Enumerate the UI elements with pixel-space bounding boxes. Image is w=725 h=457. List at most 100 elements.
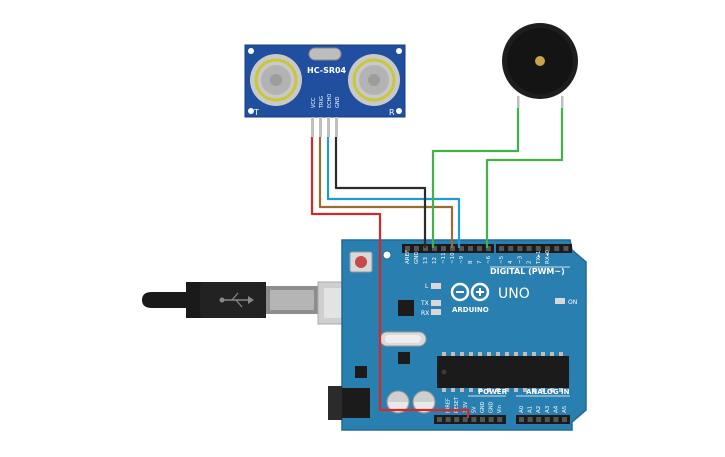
header-hole[interactable] [554, 246, 560, 251]
power-pin-label: GND [480, 401, 486, 413]
header-hole[interactable] [450, 246, 455, 251]
usb-chip [398, 300, 414, 316]
digital-pin-label: ~3 [517, 255, 523, 264]
header-hole[interactable] [437, 417, 442, 422]
header-hole[interactable] [459, 246, 464, 251]
header-hole[interactable] [527, 417, 533, 422]
power-pin-label: IOREF [446, 398, 452, 413]
header-hole[interactable] [497, 417, 503, 422]
sensor-pin-echo: ECHO [327, 94, 333, 108]
header-hole[interactable] [562, 417, 567, 422]
analog-pin-label: A2 [536, 406, 542, 413]
header-hole[interactable] [471, 417, 477, 422]
digital-pin-label: ~9 [459, 255, 465, 264]
svg-text:TX: TX [420, 300, 429, 307]
analog-pin-label: A3 [545, 405, 551, 413]
header-hole[interactable] [499, 246, 504, 251]
header-hole[interactable] [468, 246, 473, 251]
hc-sr04-sensor[interactable]: HC-SR04 T R VCC TRIG ECHO GND [244, 44, 406, 137]
led-on: ON [555, 298, 577, 306]
header-hole[interactable] [488, 417, 494, 422]
usb-icon [219, 292, 254, 308]
header-hole[interactable] [480, 417, 485, 422]
mounting-hole [382, 250, 392, 260]
digital-pin-label: GND [414, 251, 420, 264]
digital-pin-label: 13 [423, 257, 429, 264]
header-hole[interactable] [432, 246, 437, 251]
wire-buzzer-gnd[interactable] [431, 108, 520, 248]
digital-pin-label: ~6 [486, 255, 492, 264]
header-hole[interactable] [519, 417, 524, 422]
digital-pin-label: 12 [432, 257, 438, 264]
arduino-logo-icon [450, 282, 490, 302]
power-pin-label: 3.3V [463, 401, 469, 413]
sensor-pin-vcc: VCC [311, 97, 317, 108]
digital-pin-label: 7 [477, 260, 483, 264]
receiver-transducer [348, 54, 400, 106]
sensor-label-t: T [253, 108, 259, 117]
sensor-pin-trig: TRIG [319, 96, 325, 109]
sensor-pins [311, 117, 338, 137]
analog-pin-label: A5 [562, 405, 568, 413]
led-rx: RX [421, 309, 441, 317]
digital-pin-label: ~11 [441, 252, 447, 264]
header-hole[interactable] [508, 246, 514, 251]
analog-pin-label: A1 [528, 406, 534, 413]
svg-text:RX: RX [421, 310, 429, 317]
header-hole[interactable] [536, 417, 542, 422]
header-hole[interactable] [526, 246, 532, 251]
header-hole[interactable] [563, 246, 569, 251]
header-hole[interactable] [462, 417, 468, 422]
wire-buzzer-pin8[interactable] [485, 108, 564, 248]
sensor-crystal [308, 47, 342, 61]
digital-pin-label: RX◂0 [545, 250, 551, 264]
analog-header [516, 415, 570, 424]
power-pin-label: GND [489, 401, 495, 413]
led-l: L [425, 283, 441, 290]
digital-pin-label: 2 [527, 261, 533, 265]
small-chip [355, 366, 367, 378]
svg-text:ON: ON [568, 299, 577, 306]
header-hole[interactable] [517, 246, 523, 251]
header-hole[interactable] [544, 417, 550, 422]
digital-pin-label: AREF [405, 250, 411, 264]
transmitter-transducer [250, 54, 302, 106]
digital-pin-label: 8 [468, 260, 474, 264]
wire-trig-pin11[interactable] [318, 137, 454, 248]
arduino-logo-text: ARDUINO [452, 306, 489, 314]
power-label: POWER [478, 388, 508, 396]
header-hole[interactable] [477, 246, 482, 251]
power-pin-label: Vin [497, 405, 503, 413]
board-model: UNO [498, 286, 530, 302]
digital-label: DIGITAL (PWM~) [490, 267, 565, 276]
header-hole[interactable] [445, 417, 451, 422]
reset-button[interactable] [349, 251, 373, 273]
header-hole[interactable] [405, 246, 410, 251]
power-pin-label: 5V [471, 406, 477, 413]
atmega-chip [437, 352, 569, 392]
header-hole[interactable] [486, 246, 491, 251]
analog-label: ANALOG IN [526, 388, 570, 396]
header-hole[interactable] [454, 417, 460, 422]
sensor-pin-gnd: GND [335, 96, 341, 108]
usb-cable [142, 281, 375, 325]
wire-echo-pin10[interactable] [326, 137, 461, 248]
piezo-buzzer[interactable] [502, 23, 578, 108]
wire-vcc-5v[interactable] [310, 137, 470, 418]
digital-header [402, 244, 572, 253]
header-hole[interactable] [535, 246, 541, 251]
digital-pin-label: 4 [508, 260, 514, 264]
digital-pin-label: ~10 [450, 252, 456, 264]
header-hole[interactable] [441, 246, 446, 251]
header-hole[interactable] [545, 246, 550, 251]
header-hole[interactable] [414, 246, 419, 251]
wire-gnd[interactable] [334, 137, 427, 248]
header-hole[interactable] [553, 417, 559, 422]
digital-pin-label: TX▸1 [536, 251, 542, 265]
header-hole[interactable] [423, 246, 428, 251]
digital-pin-label: ~5 [499, 255, 505, 264]
